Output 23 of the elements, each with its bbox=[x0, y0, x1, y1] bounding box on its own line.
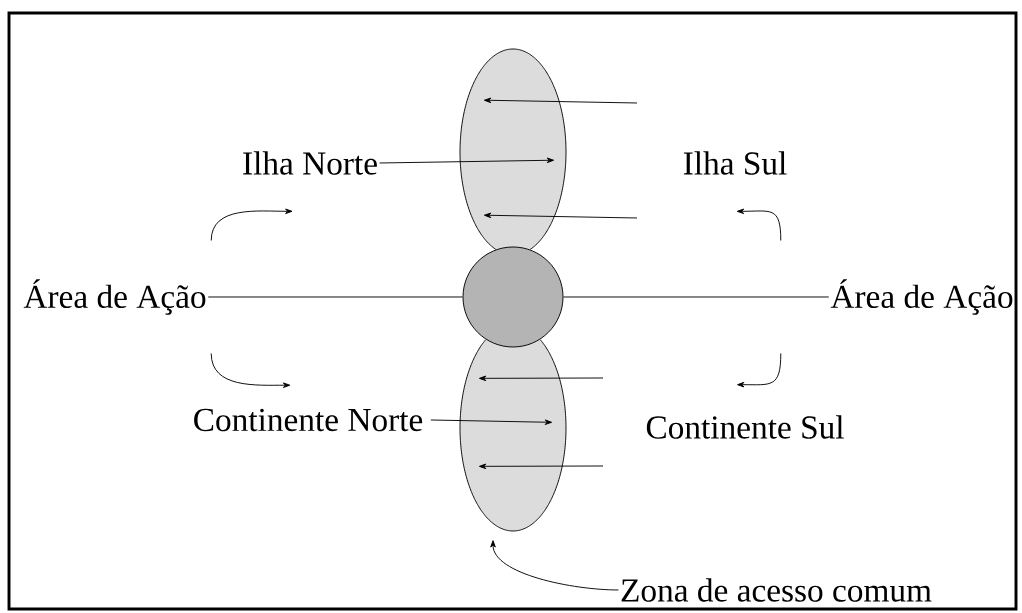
arrow bbox=[483, 212, 638, 219]
label: Continente Norte bbox=[194, 408, 423, 432]
arrow bbox=[379, 157, 555, 164]
arrow bbox=[478, 463, 604, 470]
arrow bbox=[478, 375, 604, 382]
arrow bbox=[490, 540, 619, 591]
label: Ilha Norte bbox=[243, 151, 377, 175]
line bbox=[563, 296, 830, 298]
arrow bbox=[210, 353, 291, 388]
ellipse bbox=[459, 339, 567, 532]
arrow bbox=[430, 419, 553, 425]
label: Área de Ação bbox=[830, 279, 1013, 315]
label: Área de Ação bbox=[23, 279, 206, 315]
line bbox=[207, 296, 463, 298]
label: Zona de acesso comum bbox=[621, 578, 932, 602]
label: Continente Sul bbox=[646, 415, 844, 439]
arrow bbox=[737, 353, 782, 388]
circle bbox=[462, 246, 564, 348]
ellipse bbox=[459, 48, 567, 250]
arrow bbox=[483, 97, 638, 104]
arrow bbox=[210, 208, 293, 241]
arrow bbox=[736, 208, 782, 241]
label: Ilha Sul bbox=[683, 151, 787, 175]
